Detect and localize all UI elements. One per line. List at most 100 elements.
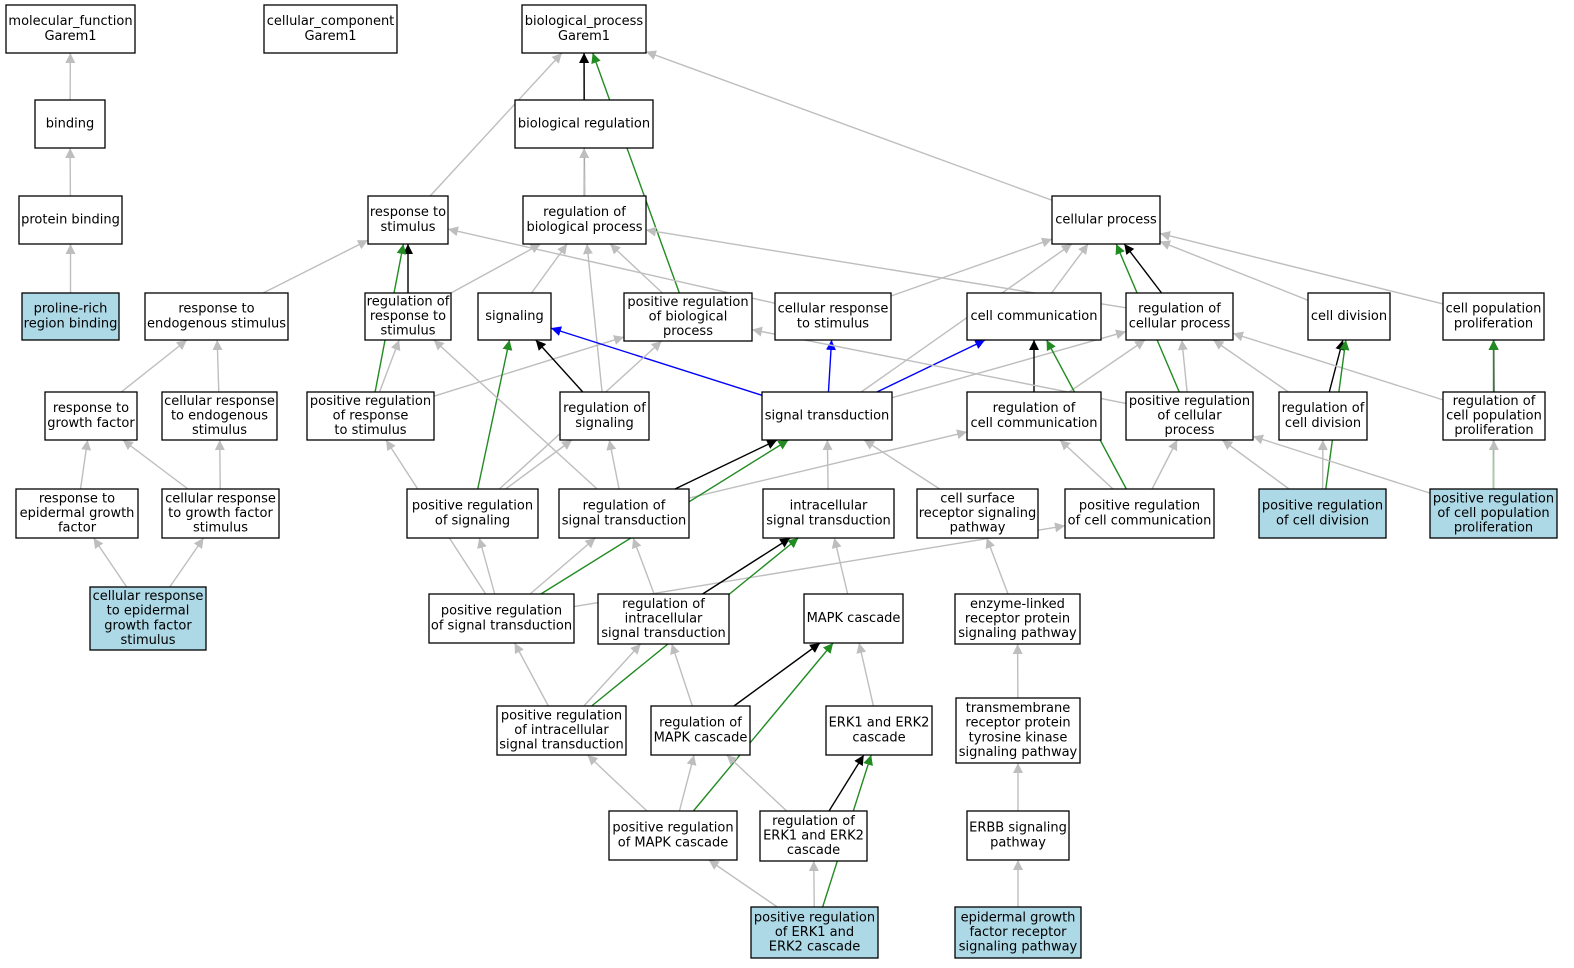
node-label-line: cellular response bbox=[164, 394, 275, 409]
node-box bbox=[955, 697, 1081, 764]
node-label-line: binding bbox=[46, 117, 94, 132]
go-term-node-bioreg[interactable]: biological regulation bbox=[514, 99, 654, 149]
node-box bbox=[1307, 292, 1391, 341]
edge-signaling-is_a-regbio bbox=[530, 243, 568, 294]
node-box bbox=[44, 391, 138, 441]
edge-sigtrans-regulates-cellrespstim bbox=[825, 339, 836, 393]
node-label-line: positive regulation bbox=[412, 499, 533, 514]
go-term-node-sigtrans[interactable]: signal transduction bbox=[761, 391, 893, 441]
edge-posregsig-positively_regulates-signaling bbox=[477, 339, 513, 490]
go-term-node-mapk[interactable]: MAPK cascade bbox=[803, 593, 904, 644]
node-label-line: ERK1 and ERK2 bbox=[829, 716, 930, 731]
node-label-line: cell population bbox=[1446, 302, 1542, 317]
edge-intrasig-is_a-sigtrans bbox=[822, 439, 833, 490]
node-label-line: cell surface bbox=[940, 491, 1015, 506]
node-label-line: regulation of bbox=[1138, 302, 1221, 317]
node-label-line: Garem1 bbox=[44, 29, 96, 44]
node-label-line: response to bbox=[39, 491, 115, 506]
go-term-node-protbind[interactable]: protein binding bbox=[18, 195, 123, 245]
node-label-line: positive regulation bbox=[1079, 499, 1200, 514]
edge-regcellproc-part_of-cellproc bbox=[1123, 243, 1163, 294]
node-label-line: tyrosine kinase bbox=[969, 730, 1068, 745]
node-label-line: positive regulation bbox=[1129, 394, 1250, 409]
edge-cellsurf-is_a-sigtrans bbox=[863, 439, 941, 490]
go-term-node-binding[interactable]: binding bbox=[34, 99, 106, 149]
go-term-node-celldiv[interactable]: cell division bbox=[1307, 292, 1391, 341]
node-box bbox=[954, 906, 1082, 959]
node-label-line: cascade bbox=[787, 843, 840, 858]
node-label-line: to endogenous bbox=[171, 409, 268, 424]
node-label-line: of cell population bbox=[1437, 506, 1549, 521]
node-label-line: intracellular bbox=[790, 499, 868, 514]
node-box bbox=[825, 705, 933, 756]
go-term-node-cellproc[interactable]: cellular process bbox=[1051, 195, 1161, 245]
node-label-line: regulation of bbox=[1282, 401, 1365, 416]
node-label-line: biological regulation bbox=[518, 117, 650, 132]
edge-regmapk-is_a-regintra bbox=[670, 643, 694, 707]
node-label-line: cellular process bbox=[1129, 316, 1231, 331]
node-label-line: to stimulus bbox=[797, 316, 869, 331]
node-label-line: receptor protein bbox=[965, 612, 1070, 627]
go-term-node-signaling[interactable]: signaling bbox=[477, 292, 552, 341]
edge-posregintra-is_a-posregsigtrans bbox=[514, 642, 549, 707]
node-box bbox=[34, 99, 106, 149]
edge-cellrespstim-is_a-respstim bbox=[447, 226, 776, 305]
edge-respgf-is_a-respendo bbox=[120, 339, 188, 393]
node-box bbox=[650, 705, 751, 756]
go-term-node-cellcomm[interactable]: cell communication bbox=[966, 292, 1102, 341]
node-label-line: response to bbox=[53, 401, 129, 416]
node-label-line: cellular response bbox=[165, 491, 276, 506]
edge-mapk-is_a-intrasig bbox=[831, 537, 849, 595]
node-box bbox=[21, 292, 120, 341]
node-box bbox=[761, 391, 893, 441]
edge-posregintra-is_a-regintra bbox=[583, 643, 642, 707]
node-label-line: regulation of bbox=[543, 205, 626, 220]
node-label-line: response to bbox=[370, 205, 446, 220]
edge-regerk-is_a-regmapk bbox=[726, 754, 788, 812]
edge-regerk-part_of-erk bbox=[828, 754, 865, 812]
node-label-line: of ERK1 and bbox=[775, 925, 854, 940]
